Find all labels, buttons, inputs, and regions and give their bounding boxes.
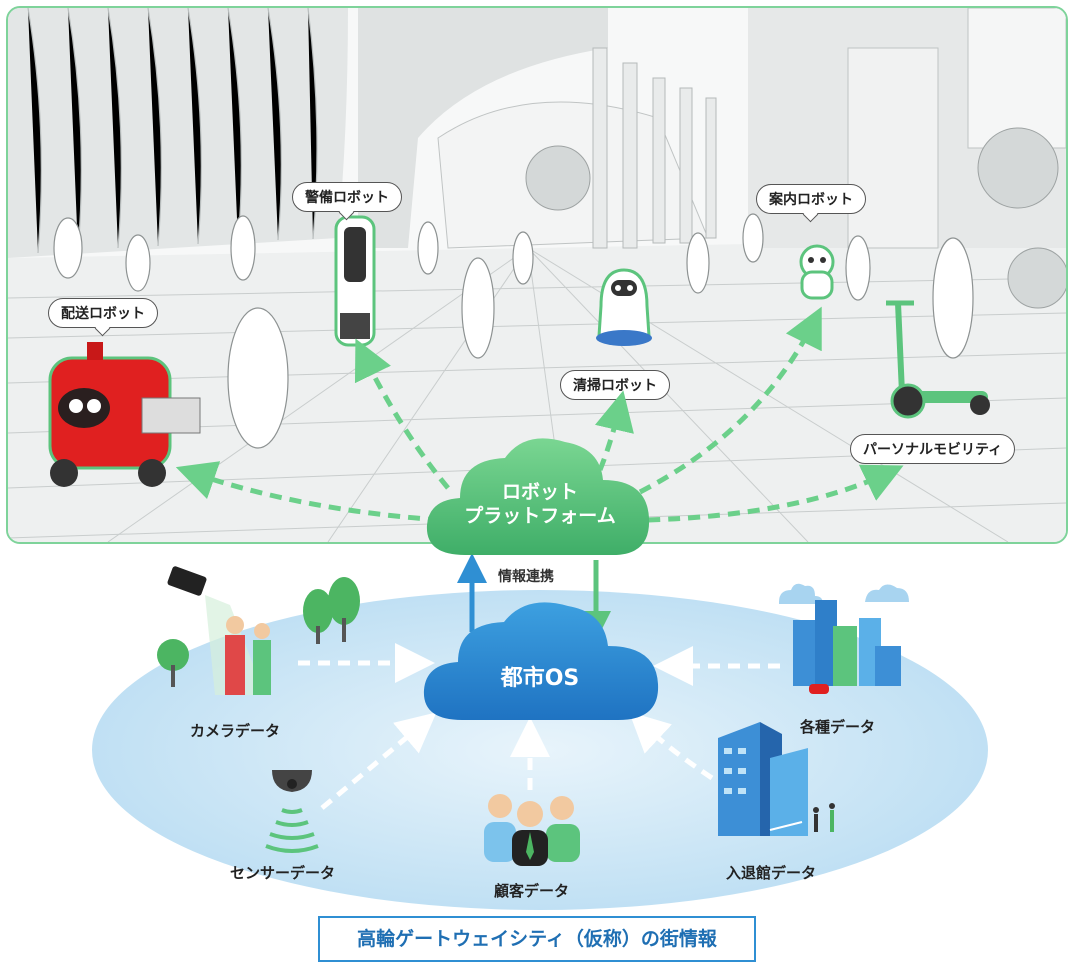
- label-guide-robot: 案内ロボット: [756, 184, 866, 214]
- entry-exit-data-illustration: [718, 722, 835, 836]
- ceiling-left: [8, 8, 348, 258]
- platform-title: ロボット プラットフォーム: [464, 481, 616, 527]
- trees-icon: [303, 577, 360, 644]
- security-robot: [334, 215, 376, 347]
- ceiling-center: [358, 8, 608, 248]
- columns: [592, 47, 717, 249]
- delivery-robot: [48, 342, 201, 487]
- city-os-title: 都市OS: [500, 666, 580, 691]
- personal-mobility: [886, 300, 990, 419]
- label-security-robot: 警備ロボット: [292, 182, 402, 212]
- caption-box: 高輪ゲートウェイシティ（仮称）の街情報: [318, 916, 756, 962]
- customer-data-illustration: [484, 794, 580, 866]
- building-icon: [718, 722, 760, 836]
- city-os-cloud: [423, 602, 659, 720]
- label-camera-data: カメラデータ: [190, 722, 281, 740]
- label-entry-exit-data: 入退館データ: [726, 864, 817, 882]
- various-data-illustration: [779, 583, 909, 694]
- trees: [525, 127, 1066, 309]
- label-sensor-data: センサーデータ: [230, 864, 336, 882]
- robot-platform-cloud: [426, 438, 650, 555]
- label-various-data: 各種データ: [800, 718, 876, 736]
- guide-robot: [799, 244, 835, 300]
- label-delivery-robot: 配送ロボット: [48, 298, 158, 328]
- label-personal-mobility: パーソナルモビリティ: [850, 434, 1016, 464]
- cloud-icon: [779, 583, 823, 604]
- platform-to-robot-arrows: [175, 306, 904, 523]
- label-customer-data: 顧客データ: [494, 882, 570, 900]
- info-link-label: 情報連携: [498, 569, 554, 585]
- label-cleaning-robot: 清掃ロボット: [560, 370, 670, 400]
- cleaning-robot: [596, 268, 652, 346]
- crowd: [53, 213, 974, 449]
- camera-data-illustration: [157, 566, 271, 695]
- city-buildings-icon: [793, 620, 819, 686]
- sensor-data-illustration: [265, 770, 319, 853]
- family-icon: [225, 635, 245, 695]
- cctv-camera-icon: [167, 566, 207, 596]
- data-to-os-arrows: [298, 643, 780, 810]
